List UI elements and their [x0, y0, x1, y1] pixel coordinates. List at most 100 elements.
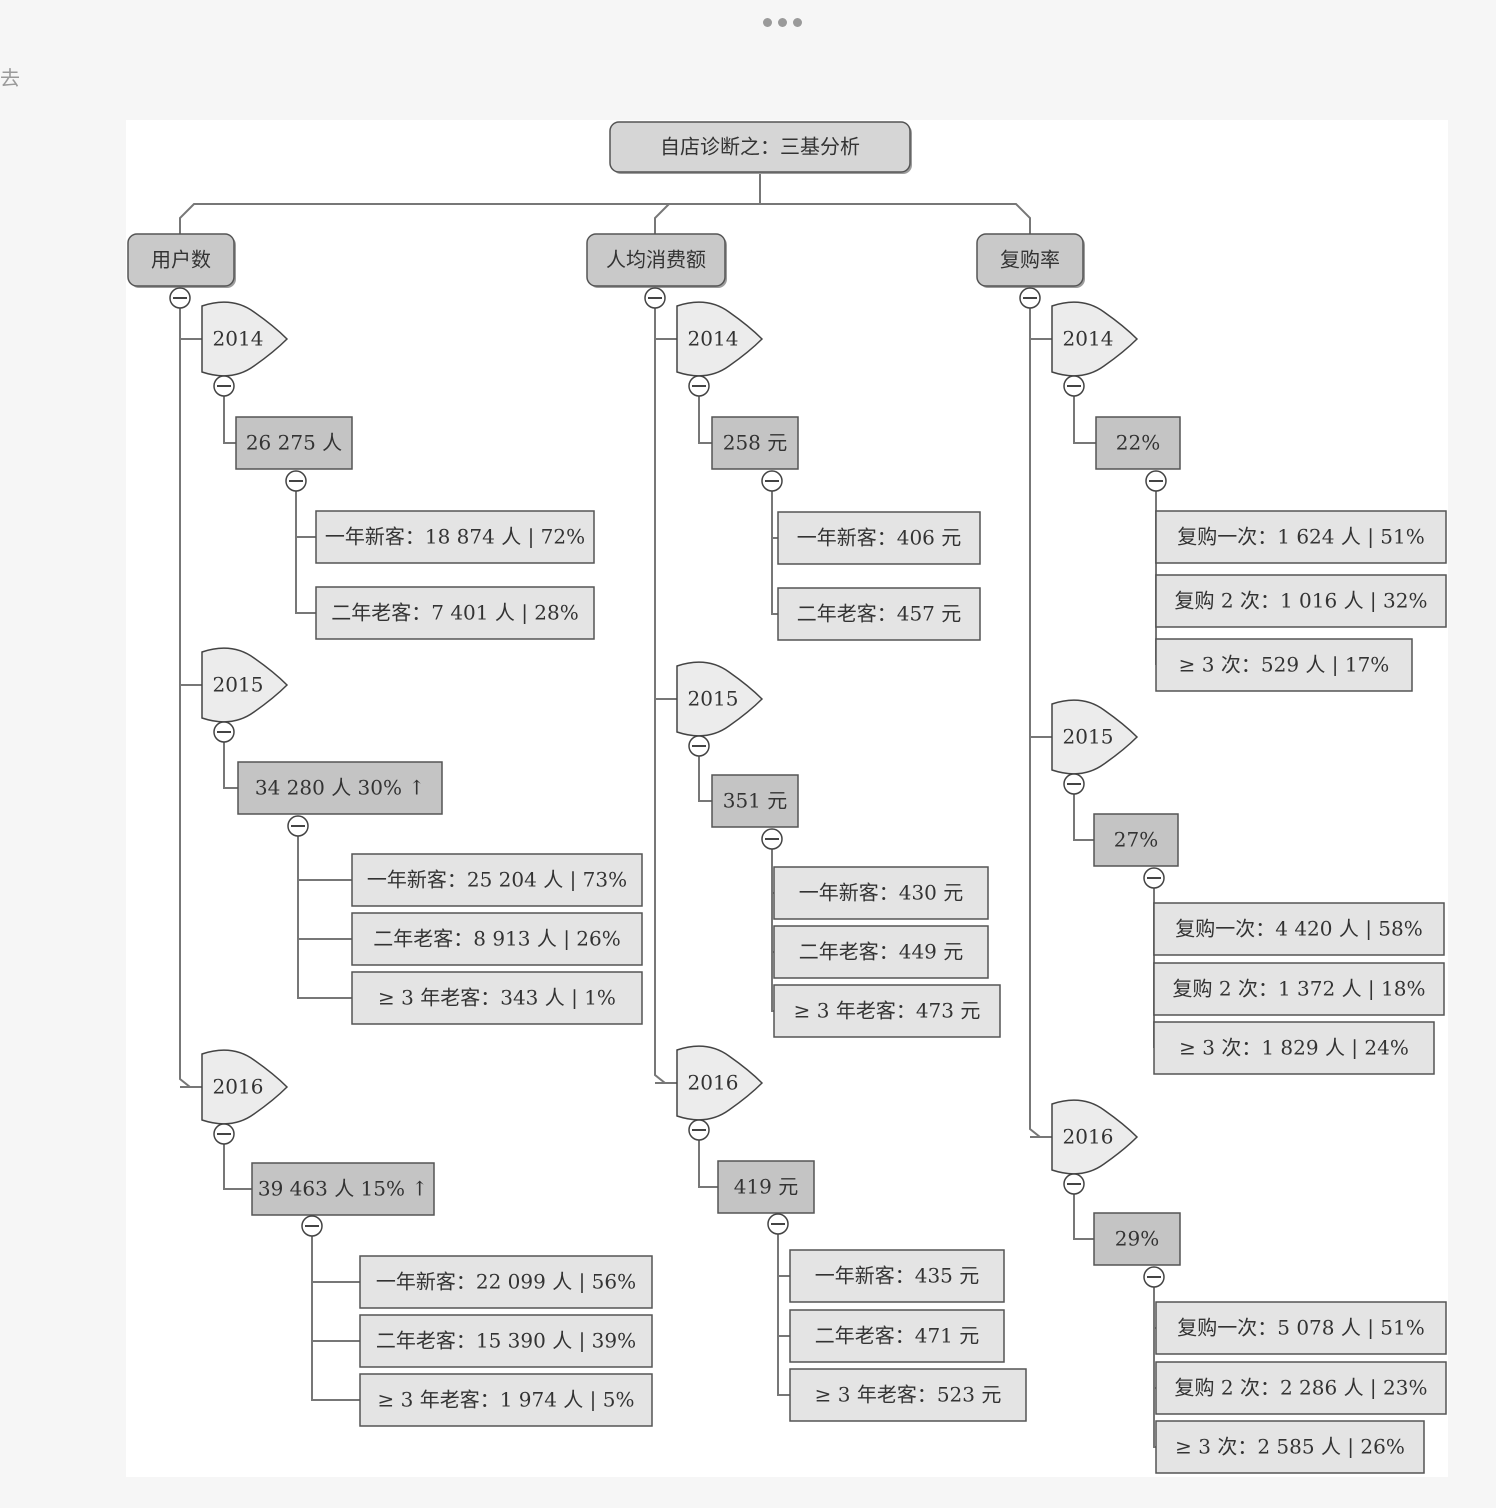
collapse-toggle-icon[interactable]: [301, 1215, 323, 1237]
year-shape: [201, 301, 289, 377]
total-node-label: 26 275 人: [246, 431, 342, 455]
category-node[interactable]: 人均消费额: [586, 233, 727, 288]
detail-node[interactable]: 二年老客：15 390 人 | 39%: [359, 1314, 653, 1368]
collapse-toggle-icon[interactable]: [1145, 470, 1167, 492]
category-node-label: 用户数: [151, 248, 211, 272]
items-spine: [295, 481, 316, 614]
collapse-toggle-icon[interactable]: [767, 1213, 789, 1235]
year-node[interactable]: 2015: [201, 647, 289, 723]
total-node[interactable]: 351 元: [711, 774, 799, 828]
year-label: 2014: [213, 327, 264, 351]
collapse-toggle-icon[interactable]: [688, 375, 710, 397]
total-node[interactable]: 39 463 人 15% ↑: [251, 1162, 435, 1216]
detail-node[interactable]: 二年老客：449 元: [773, 925, 989, 979]
collapse-toggle-icon[interactable]: [1143, 867, 1165, 889]
year-node[interactable]: 2016: [676, 1045, 764, 1121]
collapse-toggle-icon[interactable]: [169, 287, 191, 309]
detail-node[interactable]: 复购 2 次：1 372 人 | 18%: [1153, 962, 1445, 1016]
detail-node[interactable]: 一年新客：406 元: [777, 511, 981, 565]
node-box: [777, 587, 981, 641]
collapse-toggle-icon[interactable]: [688, 735, 710, 757]
collapse-toggle-icon[interactable]: [213, 1123, 235, 1145]
total-node[interactable]: 22%: [1095, 416, 1181, 470]
year-label: 2015: [688, 687, 739, 711]
collapse-toggle-icon[interactable]: [1063, 773, 1085, 795]
collapse-toggle-icon[interactable]: [213, 375, 235, 397]
items-spine: [311, 1226, 360, 1401]
root-node[interactable]: 自店诊断之：三基分析: [609, 121, 912, 174]
collapse-toggle-icon[interactable]: [1063, 1173, 1085, 1195]
collapse-toggle-icon[interactable]: [761, 470, 783, 492]
node-box: [351, 912, 643, 966]
node-box: [235, 416, 353, 470]
dot-icon: [763, 18, 772, 27]
detail-node[interactable]: 复购一次：1 624 人 | 51%: [1155, 510, 1447, 564]
year-node[interactable]: 2014: [201, 301, 289, 377]
node-box: [315, 586, 595, 640]
node-box: [777, 511, 981, 565]
detail-node[interactable]: 二年老客：8 913 人 | 26%: [351, 912, 643, 966]
detail-node[interactable]: ≥ 3 年老客：1 974 人 | 5%: [359, 1373, 653, 1427]
collapse-toggle-icon[interactable]: [688, 1119, 710, 1141]
category-node[interactable]: 用户数: [127, 233, 236, 288]
detail-node[interactable]: ≥ 3 次：529 人 | 17%: [1155, 638, 1413, 692]
node-box: [1155, 574, 1447, 628]
detail-node[interactable]: ≥ 3 年老客：473 元: [773, 984, 1001, 1038]
year-node[interactable]: 2015: [676, 661, 764, 737]
collapse-toggle-icon[interactable]: [644, 287, 666, 309]
detail-node[interactable]: ≥ 3 年老客：523 元: [789, 1368, 1027, 1422]
detail-node-label: 一年新客：435 元: [815, 1264, 980, 1288]
total-node[interactable]: 34 280 人 30% ↑: [237, 761, 443, 815]
detail-node[interactable]: 一年新客：25 204 人 | 73%: [351, 853, 643, 907]
window-menu-dots[interactable]: [763, 18, 802, 27]
detail-node[interactable]: ≥ 3 次：1 829 人 | 24%: [1153, 1021, 1435, 1075]
detail-node[interactable]: 二年老客：7 401 人 | 28%: [315, 586, 595, 640]
year-node[interactable]: 2014: [676, 301, 764, 377]
detail-node[interactable]: 复购一次：4 420 人 | 58%: [1153, 902, 1445, 956]
total-node-label: 419 元: [734, 1175, 799, 1199]
detail-node[interactable]: ≥ 3 次：2 585 人 | 26%: [1155, 1420, 1425, 1474]
year-label: 2014: [688, 327, 739, 351]
detail-node[interactable]: 一年新客：435 元: [789, 1249, 1005, 1303]
year-label: 2014: [1063, 327, 1114, 351]
node-box: [359, 1314, 653, 1368]
node-box: [609, 121, 911, 173]
detail-node[interactable]: 二年老客：471 元: [789, 1309, 1005, 1363]
total-node-label: 22%: [1116, 431, 1160, 455]
collapse-toggle-icon[interactable]: [213, 721, 235, 743]
node-box: [1155, 1301, 1447, 1355]
collapse-toggle-icon[interactable]: [1019, 287, 1041, 309]
detail-node[interactable]: 一年新客：18 874 人 | 72%: [315, 510, 595, 564]
collapse-toggle-icon[interactable]: [761, 828, 783, 850]
collapse-toggle-icon[interactable]: [1143, 1266, 1165, 1288]
detail-node-label: 一年新客：25 204 人 | 73%: [367, 868, 627, 893]
total-node[interactable]: 26 275 人: [235, 416, 353, 470]
detail-node-label: ≥ 3 年老客：473 元: [794, 999, 981, 1023]
year-node[interactable]: 2015: [1051, 699, 1139, 775]
detail-node[interactable]: ≥ 3 年老客：343 人 | 1%: [351, 971, 643, 1025]
year-label: 2016: [213, 1075, 264, 1099]
year-node[interactable]: 2016: [1051, 1099, 1139, 1175]
collapse-toggle-icon[interactable]: [285, 470, 307, 492]
detail-node-label: 复购 2 次：1 372 人 | 18%: [1173, 977, 1426, 1002]
mind-map-canvas: 自店诊断之：三基分析用户数 2014 26 275 人一年新客：18 874 人 |…: [126, 120, 1448, 1477]
detail-node[interactable]: 二年老客：457 元: [777, 587, 981, 641]
total-node[interactable]: 419 元: [717, 1160, 815, 1214]
detail-node[interactable]: 一年新客：430 元: [773, 866, 989, 920]
total-node[interactable]: 27%: [1093, 813, 1179, 867]
year-node[interactable]: 2014: [1051, 301, 1139, 377]
collapse-toggle-icon[interactable]: [1063, 375, 1085, 397]
detail-node-label: ≥ 3 次：1 829 人 | 24%: [1179, 1036, 1409, 1061]
category-spine: [1029, 298, 1049, 1138]
total-node[interactable]: 29%: [1093, 1212, 1181, 1266]
top-connector: [179, 203, 1031, 234]
items-spine: [771, 481, 778, 615]
category-node[interactable]: 复购率: [976, 233, 1085, 288]
total-node[interactable]: 258 元: [711, 416, 799, 470]
collapse-toggle-icon[interactable]: [287, 815, 309, 837]
detail-node[interactable]: 复购一次：5 078 人 | 51%: [1155, 1301, 1447, 1355]
year-node[interactable]: 2016: [201, 1049, 289, 1125]
detail-node[interactable]: 复购 2 次：2 286 人 | 23%: [1155, 1361, 1447, 1415]
detail-node[interactable]: 一年新客：22 099 人 | 56%: [359, 1255, 653, 1309]
detail-node[interactable]: 复购 2 次：1 016 人 | 32%: [1155, 574, 1447, 628]
